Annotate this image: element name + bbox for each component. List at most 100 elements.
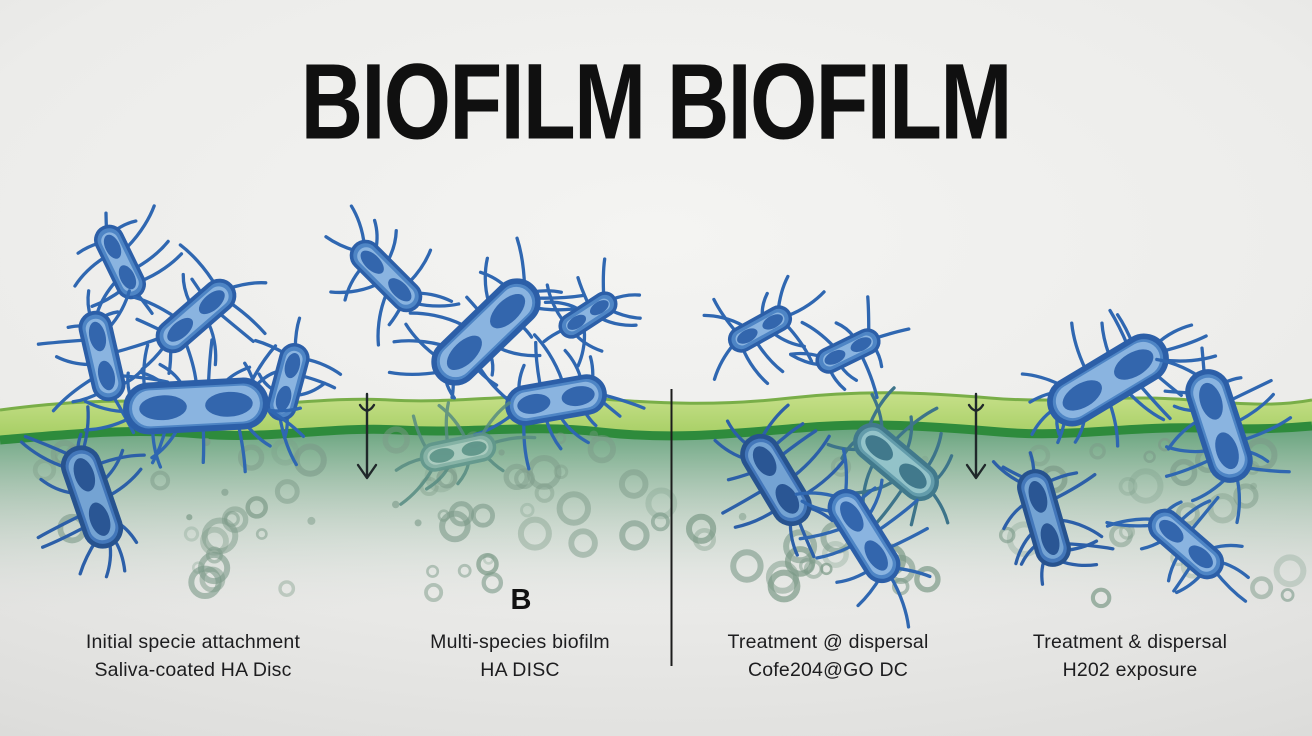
- flagellum: [114, 336, 162, 354]
- bubble: [650, 512, 670, 532]
- flagellum: [437, 403, 467, 440]
- bacterium: [394, 401, 537, 506]
- down-arrow-icon: [965, 392, 987, 480]
- bubble: [645, 487, 678, 520]
- flagellum: [278, 414, 298, 467]
- bubble: [738, 512, 747, 521]
- bubble: [1089, 443, 1106, 460]
- bacterium: [387, 236, 585, 400]
- flagellum: [1052, 472, 1097, 501]
- flagellum: [1127, 391, 1166, 422]
- caption-line: Multi-species biofilm: [430, 631, 610, 653]
- bubble: [186, 514, 193, 521]
- flagellum: [1241, 416, 1293, 442]
- bubble: [1143, 450, 1156, 463]
- flagellum: [544, 417, 563, 451]
- bubble: [274, 479, 300, 504]
- flagellum: [117, 374, 170, 384]
- flagellum: [296, 381, 327, 397]
- bubble: [553, 464, 569, 480]
- caption-line: Cofe204@GO DC: [747, 659, 909, 681]
- bubble: [554, 432, 567, 445]
- bubble: [439, 510, 471, 543]
- bacterium: [702, 274, 826, 386]
- flagellum: [1190, 495, 1220, 531]
- bubble: [199, 566, 226, 593]
- flagellum: [108, 467, 143, 497]
- bubble: [426, 564, 440, 578]
- flagellum: [860, 354, 879, 400]
- flagellum: [772, 331, 806, 349]
- bacterium: [1155, 346, 1293, 525]
- bubble: [686, 513, 717, 544]
- bubble: [392, 500, 400, 509]
- flagellum: [51, 376, 96, 413]
- panel-b-marker: B: [510, 584, 532, 616]
- bacterium: [542, 257, 642, 368]
- bubble: [150, 470, 171, 491]
- bubble: [1118, 476, 1138, 496]
- flagellum: [886, 526, 929, 550]
- flagellum: [408, 311, 465, 327]
- flagellum: [1166, 419, 1199, 451]
- flagellum: [301, 374, 337, 390]
- bubble: [255, 528, 268, 540]
- flagellum: [407, 248, 433, 285]
- figure-title: BIOFILM BIOFILM: [300, 40, 1013, 162]
- caption-line: HA DISC: [480, 659, 560, 681]
- flagellum: [36, 514, 82, 540]
- flagellum: [1014, 531, 1034, 566]
- bubble: [767, 569, 801, 603]
- flagellum: [1228, 378, 1273, 403]
- flagellum: [785, 290, 826, 318]
- bubble: [1273, 554, 1307, 588]
- bubble: [618, 469, 649, 499]
- bacteria-layer: [19, 204, 1293, 629]
- bacterium: [132, 243, 268, 388]
- flagellum: [54, 355, 91, 367]
- flagellum: [201, 426, 206, 465]
- flagellum: [702, 313, 746, 328]
- bacterium: [1105, 495, 1250, 603]
- flagellum: [599, 316, 638, 327]
- bacterium: [36, 289, 170, 435]
- bubble: [457, 563, 472, 578]
- bubble: [568, 528, 598, 558]
- bubble: [783, 529, 818, 564]
- bubble: [183, 526, 200, 542]
- bubble: [503, 463, 530, 491]
- bubble: [619, 520, 650, 551]
- flagellum: [132, 295, 176, 319]
- caption-line: Treatment @ dispersal: [727, 631, 929, 653]
- bubble: [32, 458, 57, 482]
- bubble: [414, 519, 422, 527]
- flagellum: [73, 256, 106, 288]
- bubble: [1233, 483, 1259, 509]
- flagellum: [206, 338, 214, 385]
- section-caption-treatment-go: Treatment @ dispersal Cofe204@GO DC: [658, 628, 998, 684]
- caption-line: Saliva-coated HA Disc: [94, 659, 292, 681]
- bacterium: [324, 204, 461, 347]
- bubble: [470, 503, 495, 528]
- flagellum: [888, 573, 911, 629]
- bubble: [278, 580, 296, 597]
- flagellum: [1108, 402, 1120, 448]
- flagellum: [893, 406, 939, 442]
- flagellum: [779, 429, 818, 458]
- caption-line: H202 exposure: [1062, 659, 1198, 681]
- bubble: [821, 541, 849, 569]
- bacterium: [472, 333, 646, 471]
- flagellum: [559, 415, 590, 445]
- flagellum: [721, 489, 764, 515]
- flagellum: [576, 276, 590, 305]
- flagellum: [1059, 518, 1104, 539]
- bubble: [1280, 588, 1295, 602]
- flagellum: [755, 341, 785, 374]
- flagellum: [1236, 392, 1275, 423]
- section-caption-multi-species: Multi-species biofilm HA DISC: [350, 628, 690, 684]
- flagellum: [576, 327, 587, 368]
- flagellum: [36, 338, 87, 346]
- flagellum: [815, 544, 853, 560]
